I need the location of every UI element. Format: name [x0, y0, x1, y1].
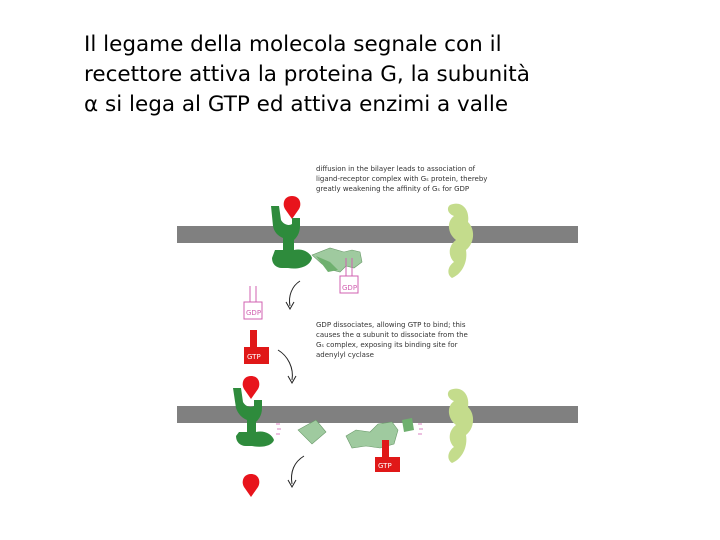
- adenylyl-cyclase-bottom: [447, 388, 474, 463]
- dissociation-marks-right: [418, 423, 423, 435]
- ligand-bottom: [242, 376, 260, 399]
- gtp-bound-chip: GTP: [375, 440, 400, 472]
- caption-middle-line-1: GDP dissociates, allowing GTP to bind; t…: [316, 321, 466, 329]
- gdp-bound-chip: GDP: [339, 258, 359, 294]
- gdp-free-chip: GDP: [243, 286, 263, 320]
- arrow-gdp-release-head: [285, 301, 295, 311]
- caption-middle-line-3: Gₛ complex, exposing its binding site fo…: [316, 341, 458, 349]
- title-line-2: recettore attiva la proteina G, la subun…: [84, 62, 530, 87]
- caption-top-line-2: ligand-receptor complex with Gₛ protein,…: [316, 175, 487, 183]
- caption-top-line-1: diffusion in the bilayer leads to associ…: [316, 165, 476, 173]
- membrane-top: [177, 226, 578, 243]
- adenylyl-cyclase-top: [447, 203, 474, 278]
- caption-middle: GDP dissociates, allowing GTP to bind; t…: [316, 321, 468, 359]
- membrane-bottom: [177, 406, 578, 423]
- g-protein-alpha-top: [316, 256, 338, 272]
- ligand-top: [283, 196, 301, 219]
- g-alpha-bottom: [345, 421, 399, 449]
- ligand-released: [242, 474, 260, 497]
- gdp-free-label: GDP: [246, 309, 261, 317]
- g-beta-gamma-bottom: [297, 419, 327, 445]
- dissociation-marks-left: [276, 423, 281, 435]
- arrow-gtp-binding: [277, 349, 293, 381]
- arrow-gdp-release: [289, 280, 301, 307]
- caption-middle-line-2: causes the α subunit to dissociate from …: [316, 331, 468, 339]
- caption-middle-line-4: adenylyl cyclase: [316, 351, 374, 359]
- title-line-1: Il legame della molecola segnale con il: [84, 32, 502, 57]
- receptor-top: [271, 206, 312, 269]
- arrow-ligand-release-head: [287, 479, 297, 489]
- title-line-3: α si lega al GTP ed attiva enzimi a vall…: [84, 92, 509, 117]
- caption-top: diffusion in the bilayer leads to associ…: [316, 165, 487, 193]
- gtp-free-chip: GTP: [244, 330, 269, 364]
- gtp-free-label: GTP: [247, 353, 261, 361]
- gtp-bound-label: GTP: [378, 462, 392, 470]
- arrow-gtp-binding-head: [287, 375, 297, 385]
- g-alpha-bottom-inner: [402, 418, 414, 432]
- receptor-bottom: [233, 388, 274, 447]
- slide-title: Il legame della molecola segnale con il …: [84, 30, 684, 120]
- arrow-ligand-release: [291, 455, 305, 485]
- caption-top-line-3: greatly weakening the affinity of Gₛ for…: [316, 185, 469, 193]
- gdp-bound-label: GDP: [342, 284, 357, 292]
